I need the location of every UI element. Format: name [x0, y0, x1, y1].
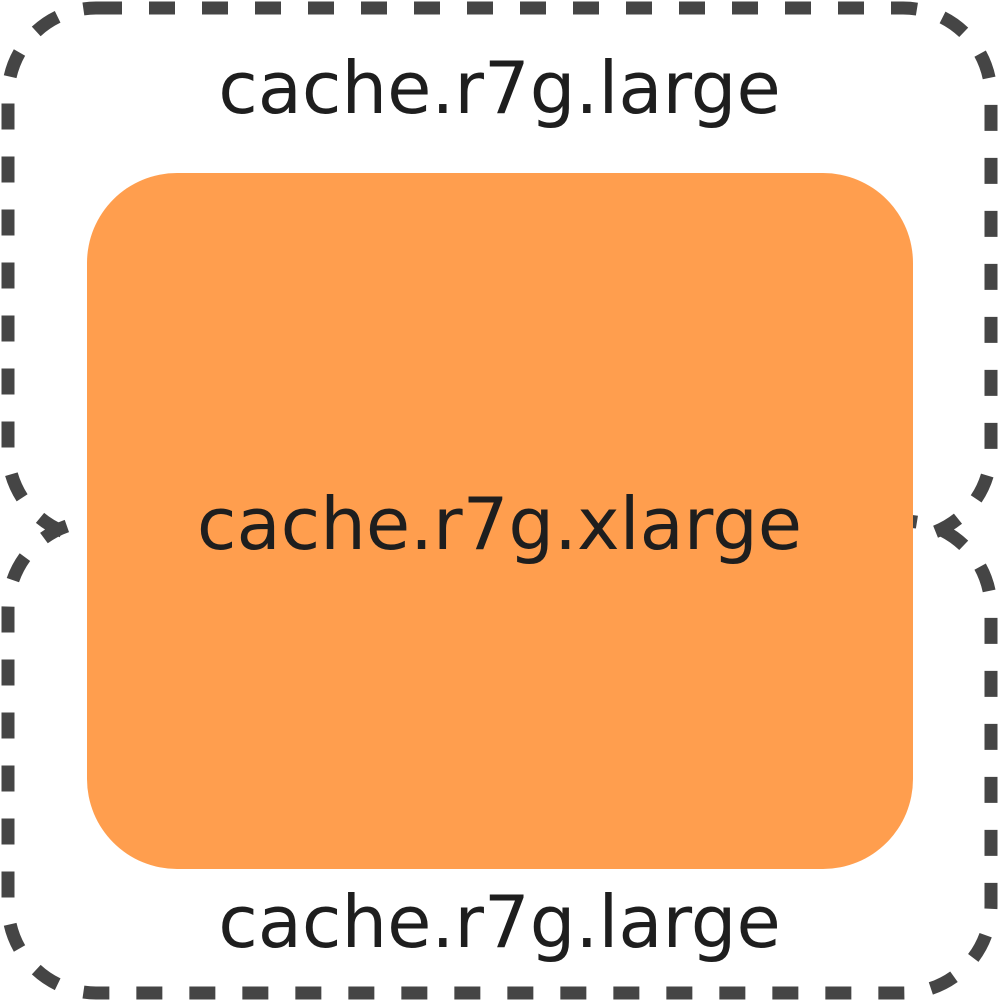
- upper-group-border: [1, 1, 998, 545]
- center-node-box[interactable]: [87, 173, 913, 869]
- lower-group-label: cache.r7g.large: [218, 880, 781, 964]
- upper-group-label: cache.r7g.large: [218, 46, 781, 130]
- center-node-label: cache.r7g.xlarge: [196, 482, 803, 566]
